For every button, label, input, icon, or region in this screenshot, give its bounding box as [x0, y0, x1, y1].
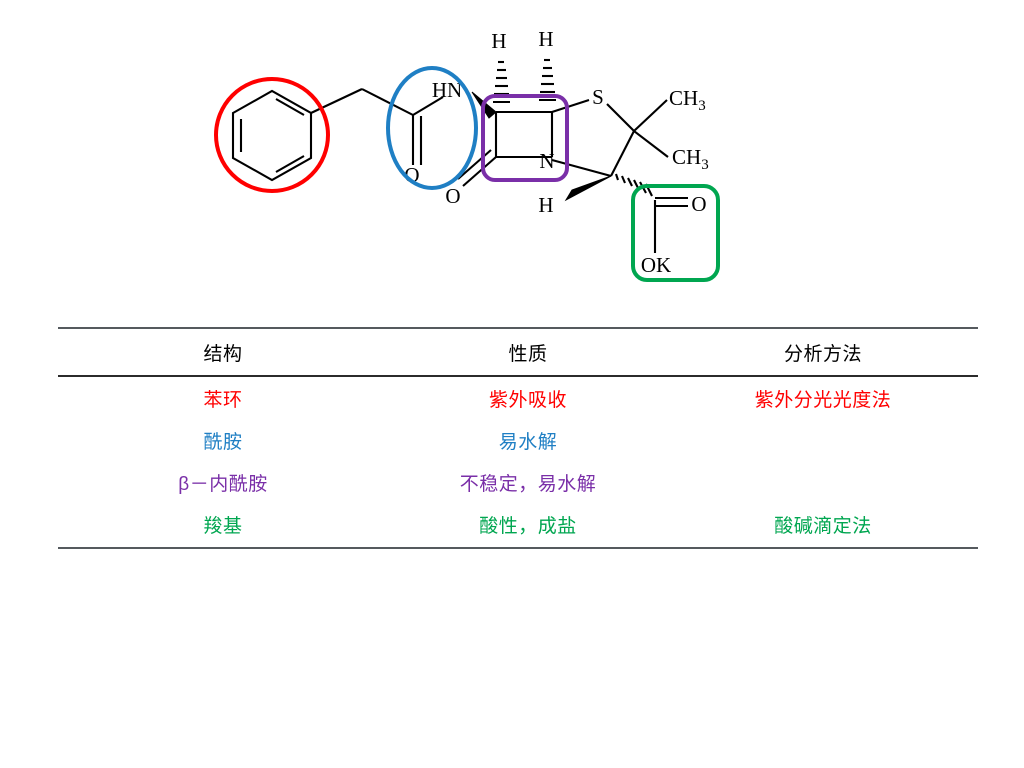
chemical-structure-panel: H H HN S N O O H O OK CH3 CH3 — [0, 0, 1024, 310]
atom-label-h-alpha: H — [538, 193, 553, 217]
atom-label-nitrogen: N — [539, 149, 554, 173]
table-header-row: 结构 性质 分析方法 — [58, 327, 978, 377]
cell-structure-carboxyl: 羧基 — [58, 503, 388, 549]
atom-label-h-top-left: H — [491, 29, 506, 53]
cell-method-amide — [668, 419, 978, 461]
atom-label-sulfur: S — [592, 85, 604, 109]
carboxyl-highlight — [631, 184, 720, 282]
atom-label-methyl-bottom: CH3 — [672, 145, 709, 173]
column-header-method: 分析方法 — [668, 327, 978, 377]
benzene-ring-highlight — [214, 77, 330, 193]
cell-property-carboxyl: 酸性，成盐 — [388, 503, 668, 549]
table-row: 羧基 酸性，成盐 酸碱滴定法 — [58, 503, 978, 549]
table-row: β－内酰胺 不稳定，易水解 — [58, 461, 978, 503]
atom-label-hn: HN — [432, 78, 462, 102]
beta-lactam-ring-bonds — [494, 110, 554, 159]
alpha-hydrogen-wedge — [564, 175, 612, 202]
cell-method-beta-lactam — [668, 461, 978, 503]
cell-structure-amide: 酰胺 — [203, 432, 243, 453]
atom-label-h-top-right: H — [538, 27, 553, 51]
gem-dimethyl-bonds — [633, 99, 669, 158]
cell-property-benzene: 紫外吸收 — [488, 390, 567, 411]
atom-label-lactam-oxygen: O — [445, 184, 460, 208]
cell-property-beta-lactam: 不稳定，易水解 — [459, 474, 597, 495]
amide-highlight — [386, 66, 478, 190]
table-row: 苯环 紫外吸收 紫外分光光度法 — [58, 376, 978, 419]
table-row: 酰胺 易水解 — [58, 419, 978, 461]
cell-method-carboxyl: 酸碱滴定法 — [668, 503, 978, 549]
column-header-property: 性质 — [388, 327, 668, 377]
benzene-ring — [231, 89, 313, 182]
atom-label-methyl-top: CH3 — [669, 86, 706, 114]
atom-label-carbonyl-oxygen: O — [691, 192, 706, 216]
analysis-table-container: 结构 性质 分析方法 苯环 紫外吸收 紫外分光光度法 酰胺 易水解 β－内酰胺 … — [58, 327, 978, 549]
cell-method-benzene: 紫外分光光度法 — [754, 390, 892, 411]
lactam-carbonyl-bonds — [457, 149, 497, 187]
amide-carbonyl-bonds — [411, 96, 444, 165]
atom-label-group: H H HN S N O O H O OK CH3 CH3 — [404, 27, 708, 277]
carboxylate-bonds — [653, 196, 688, 253]
penicillin-structure-drawing: H H HN S N O O H O OK CH3 CH3 — [214, 27, 720, 282]
column-header-structure: 结构 — [58, 327, 388, 377]
beta-lactam-highlight — [481, 94, 569, 182]
atom-label-potassium-oxide: OK — [641, 253, 671, 277]
thiazolidine-ring-bonds — [551, 99, 635, 178]
cell-property-amide: 易水解 — [498, 432, 558, 453]
analysis-table: 结构 性质 分析方法 苯环 紫外吸收 紫外分光光度法 酰胺 易水解 β－内酰胺 … — [58, 327, 978, 549]
cell-structure-benzene: 苯环 — [203, 390, 243, 411]
cell-structure-beta-lactam: β－内酰胺 — [178, 474, 268, 495]
